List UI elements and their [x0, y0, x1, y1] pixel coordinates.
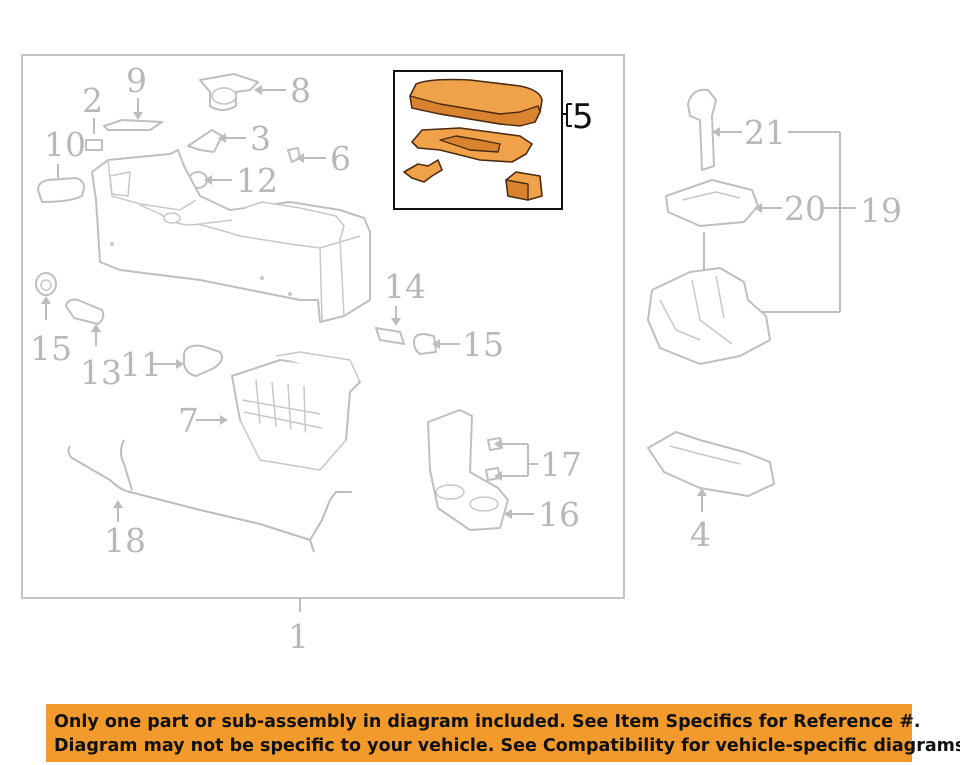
parts-diagram: 1 5 9 2 10 8 3 6 12 [21, 54, 902, 656]
callout-6: 6 [330, 139, 351, 178]
callout-2: 2 [82, 81, 103, 120]
callout-5: 5 [572, 97, 594, 137]
callout-4: 4 [690, 515, 711, 554]
storage-bin [231, 351, 361, 471]
callout-15-right: 15 [462, 325, 504, 364]
wire-harness [67, 439, 352, 553]
callout-9: 9 [126, 61, 147, 100]
callout-20: 20 [784, 189, 826, 228]
console-body [91, 149, 371, 323]
callout-3: 3 [250, 119, 271, 158]
shifter-assembly [647, 232, 771, 365]
assembly-frame [21, 54, 625, 599]
disclaimer-line-2: Diagram may not be specific to your vehi… [54, 736, 960, 756]
callout-13: 13 [80, 353, 122, 392]
callout-14: 14 [384, 267, 426, 306]
callout-19: 19 [860, 191, 902, 230]
callout-12: 12 [236, 161, 278, 200]
cupholder-bracket [427, 409, 509, 531]
armrest-lid-highlighted [403, 78, 543, 201]
callout-18: 18 [104, 521, 146, 560]
callout-17: 17 [540, 445, 582, 484]
callout-7: 7 [178, 401, 199, 440]
callout-1: 1 [288, 617, 309, 656]
callout-8: 8 [290, 71, 311, 110]
callout-10: 10 [44, 125, 86, 164]
lower-bracket [647, 431, 775, 497]
disclaimer-banner: Only one part or sub-assembly in diagram… [46, 704, 960, 762]
callout-21: 21 [744, 113, 786, 152]
disclaimer-line-1: Only one part or sub-assembly in diagram… [54, 712, 921, 732]
callout-15-left: 15 [30, 329, 72, 368]
callout-16: 16 [538, 495, 580, 534]
